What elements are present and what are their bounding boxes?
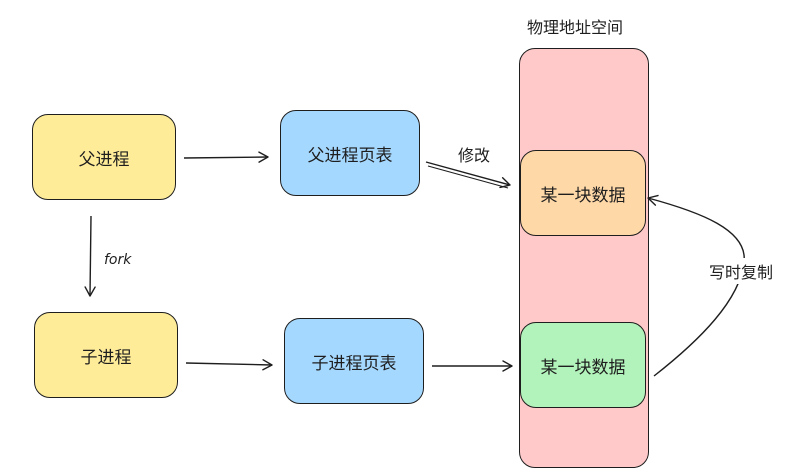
arrow-parent-table-to-modified-block-sketch: [427, 165, 509, 189]
arrow-parent-to-page-table: [183, 151, 269, 163]
fork-label: fork: [104, 252, 132, 268]
modified-data-block: 某一块数据: [520, 150, 646, 236]
modified-data-block-label: 某一块数据: [540, 185, 626, 206]
original-data-block: 某一块数据: [520, 322, 646, 408]
arrow-fork: [84, 215, 96, 297]
child-page-table-label: 子进程页表: [311, 353, 397, 374]
parent-page-table-label: 父进程页表: [307, 145, 393, 166]
child-process-box: 子进程: [34, 312, 178, 398]
arrow-parent-table-to-modified-block: [425, 161, 511, 189]
parent-process-box: 父进程: [32, 114, 176, 200]
physical-address-space-title: 物理地址空间: [527, 18, 624, 37]
parent-process-label: 父进程: [78, 149, 130, 170]
child-process-label: 子进程: [80, 347, 132, 368]
copy-on-write-label: 写时复制: [707, 258, 776, 284]
child-page-table-box: 子进程页表: [284, 318, 424, 404]
modify-label: 修改: [458, 146, 491, 165]
original-data-block-label: 某一块数据: [540, 357, 626, 378]
arrow-child-to-page-table: [185, 359, 273, 371]
arrow-copy-on-write: [647, 194, 745, 377]
parent-page-table-box: 父进程页表: [280, 110, 420, 196]
